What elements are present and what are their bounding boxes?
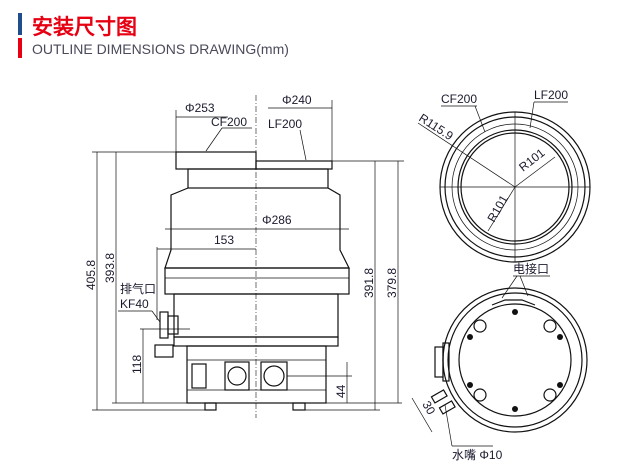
label-electrical-port: 电接口 (513, 261, 549, 276)
label-cf200-side: CF200 (211, 115, 247, 129)
label-lf200-side: LF200 (268, 117, 302, 131)
page-subtitle: OUTLINE DIMENSIONS DRAWING(mm) (32, 41, 289, 57)
side-view: Φ253 Φ240 CF200 LF200 Φ286 153 排气口 KF40 … (84, 93, 404, 418)
dim-r101-a: R101 (516, 145, 547, 174)
label-lf200-top: LF200 (534, 88, 568, 102)
dim-r115-9: R115.9 (416, 111, 456, 144)
dim-phi253: Φ253 (185, 101, 215, 115)
dim-405-8: 405.8 (84, 260, 98, 290)
accent-bar-red (18, 38, 22, 58)
dim-391-8: 391.8 (362, 268, 376, 298)
label-cf200-top: CF200 (441, 92, 477, 106)
label-kf40: KF40 (120, 297, 149, 311)
top-view: R115.9 R101 R101 CF200 LF200 (416, 88, 591, 263)
bottom-view: 电接口 水嘴 Φ10 30 (411, 261, 588, 462)
dim-30: 30 (419, 399, 438, 418)
dim-44: 44 (334, 384, 348, 398)
dim-118: 118 (130, 355, 144, 374)
dim-phi240: Φ240 (282, 93, 312, 107)
dim-393-8: 393.8 (103, 253, 117, 283)
dim-r101-b: R101 (484, 192, 511, 224)
accent-bar-blue (18, 13, 22, 35)
dim-phi286: Φ286 (262, 213, 292, 227)
dim-379-8: 379.8 (385, 268, 399, 298)
label-water-nozzle: 水嘴 Φ10 (452, 448, 503, 462)
label-exhaust: 排气口 (120, 281, 156, 296)
dim-153: 153 (214, 233, 234, 247)
page-title: 安装尺寸图 (32, 16, 137, 39)
